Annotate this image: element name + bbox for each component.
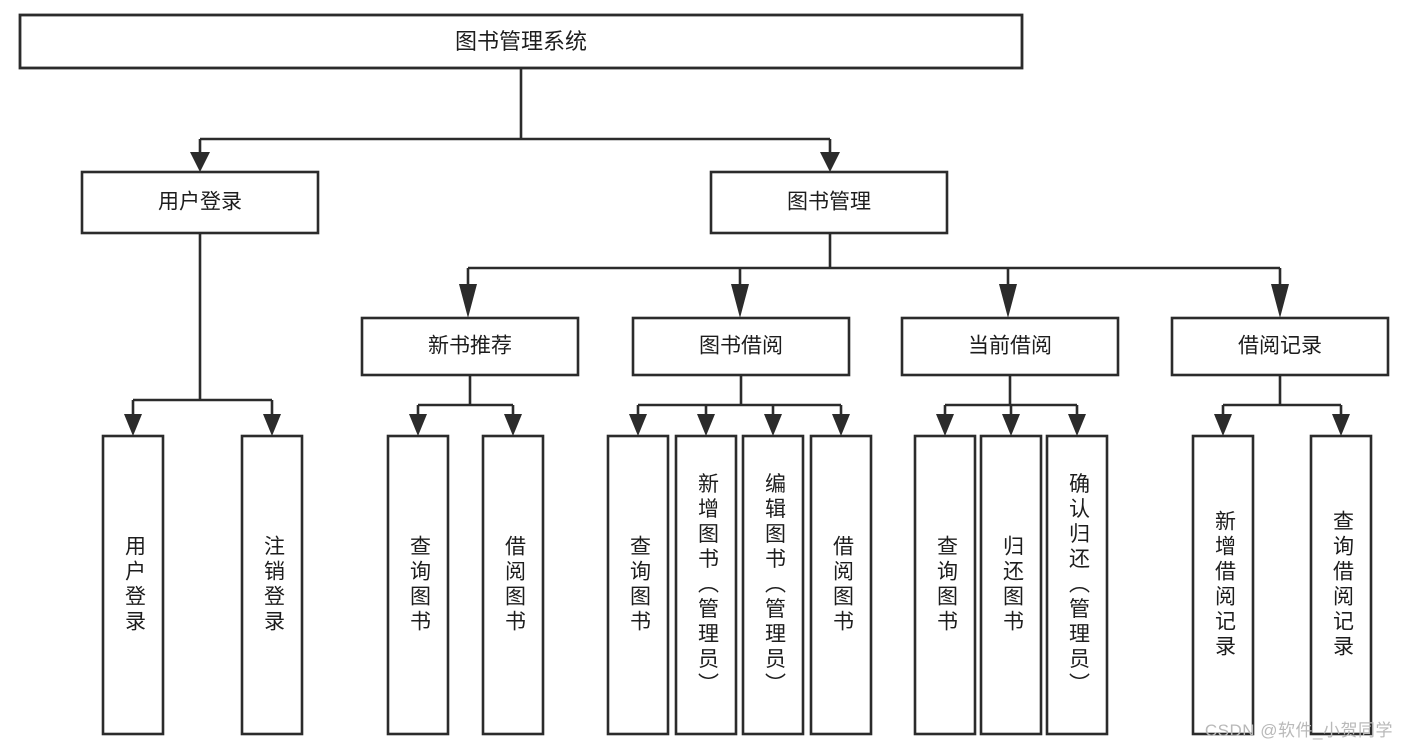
node-borrow-record[interactable]: 借阅记录 [1170,316,1390,377]
leaf-borrow-record-2-label: 查询借阅记录 [1330,510,1354,660]
arrow-head-leaf-current-borrow-3 [1068,414,1086,436]
node-book-manage-box[interactable] [709,170,949,235]
arrow-head-current-borrow [999,284,1017,318]
leaf-borrow-record-1-box[interactable] [1191,434,1255,736]
leaf-user-login-1-box[interactable] [101,434,165,736]
node-root-label: 图书管理系统 [455,29,587,54]
arrow-head-leaf-book-borrow-4 [832,414,850,436]
node-book-manage-label: 图书管理 [787,191,871,214]
node-book-borrow-label: 图书借阅 [699,335,783,358]
arrow-head-leaf-book-borrow-1 [629,414,647,436]
arrow-head-leaf-user-login-2 [263,414,281,436]
arrow-head-book-manage [820,152,840,172]
leaf-new-book-rec-2[interactable]: 借阅图书 [481,434,545,736]
node-root[interactable]: 图书管理系统 [18,13,1024,70]
leaf-current-borrow-3-box[interactable] [1045,434,1109,736]
leaf-new-book-rec-2-box[interactable] [481,434,545,736]
arrow-head-leaf-book-borrow-2 [697,414,715,436]
node-user-login-label: 用户登录 [158,191,242,214]
node-borrow-record-label: 借阅记录 [1238,335,1322,358]
node-root-box[interactable] [18,13,1024,70]
arrow-head-new-book-rec [459,284,477,318]
leaf-book-borrow-3-box[interactable] [741,434,805,736]
leaf-book-borrow-2-box[interactable] [674,434,738,736]
leaf-user-login-1[interactable]: 用户登录 [101,434,165,736]
arrow-head-leaf-book-borrow-3 [764,414,782,436]
arrow-head-book-borrow [731,284,749,318]
leaf-book-borrow-4[interactable]: 借阅图书 [809,434,873,736]
leaf-user-login-1-label: 用户登录 [122,535,146,635]
leaf-current-borrow-3-label: 确认归还（管理员） [1066,473,1090,698]
leaf-book-borrow-1[interactable]: 查询图书 [606,434,670,736]
leaf-current-borrow-3[interactable]: 确认归还（管理员） [1045,434,1109,736]
arrow-head-leaf-user-login-1 [124,414,142,436]
leaf-new-book-rec-1-label: 查询图书 [407,535,431,635]
arrow-head-leaf-borrow-record-2 [1332,414,1350,436]
leaf-user-login-2-box[interactable] [240,434,304,736]
leaf-new-book-rec-2-label: 借阅图书 [502,535,526,635]
arrow-head-leaf-current-borrow-1 [936,414,954,436]
leaf-new-book-rec-1[interactable]: 查询图书 [386,434,450,736]
node-book-borrow[interactable]: 图书借阅 [631,316,851,377]
node-book-manage[interactable]: 图书管理 [709,170,949,235]
leaf-current-borrow-2[interactable]: 归还图书 [979,434,1043,736]
arrow-head-user-login [190,152,210,172]
leaf-book-borrow-3-label: 编辑图书（管理员） [762,473,786,698]
leaf-new-book-rec-1-box[interactable] [386,434,450,736]
leaf-user-login-2[interactable]: 注销登录 [240,434,304,736]
node-borrow-record-box[interactable] [1170,316,1390,377]
node-new-book-rec-box[interactable] [360,316,580,377]
leaf-current-borrow-2-label: 归还图书 [1000,535,1024,635]
arrow-head-leaf-new-book-rec-2 [504,414,522,436]
leaf-book-borrow-1-label: 查询图书 [627,535,651,635]
leaf-borrow-record-1-label: 新增借阅记录 [1212,510,1236,660]
leaf-book-borrow-3[interactable]: 编辑图书（管理员） [741,434,805,736]
node-user-login[interactable]: 用户登录 [80,170,320,235]
node-new-book-rec[interactable]: 新书推荐 [360,316,580,377]
leaf-current-borrow-2-box[interactable] [979,434,1043,736]
leaf-current-borrow-1-box[interactable] [913,434,977,736]
node-book-borrow-box[interactable] [631,316,851,377]
node-current-borrow-label: 当前借阅 [968,335,1052,358]
arrow-head-borrow-record [1271,284,1289,318]
leaf-book-borrow-4-box[interactable] [809,434,873,736]
leaf-borrow-record-1[interactable]: 新增借阅记录 [1191,434,1255,736]
arrow-head-leaf-current-borrow-2 [1002,414,1020,436]
leaf-book-borrow-4-label: 借阅图书 [830,535,854,635]
node-current-borrow[interactable]: 当前借阅 [900,316,1120,377]
leaf-borrow-record-2[interactable]: 查询借阅记录 [1309,434,1373,736]
connector-layer [124,68,1350,436]
leaf-user-login-2-label: 注销登录 [261,535,285,635]
leaf-borrow-record-2-box[interactable] [1309,434,1373,736]
arrow-head-leaf-new-book-rec-1 [409,414,427,436]
leaf-current-borrow-1-label: 查询图书 [934,535,958,635]
leaf-book-borrow-1-box[interactable] [606,434,670,736]
node-new-book-rec-label: 新书推荐 [428,335,512,358]
arrow-head-leaf-borrow-record-1 [1214,414,1232,436]
node-user-login-box[interactable] [80,170,320,235]
leaf-current-borrow-1[interactable]: 查询图书 [913,434,977,736]
leaf-book-borrow-2-label: 新增图书（管理员） [695,473,719,698]
node-current-borrow-box[interactable] [900,316,1120,377]
leaf-book-borrow-2[interactable]: 新增图书（管理员） [674,434,738,736]
